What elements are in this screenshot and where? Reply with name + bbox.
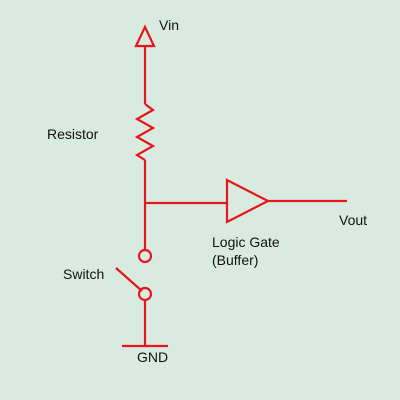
buffer-gate-icon (225, 178, 271, 224)
resistor-zigzag-icon (134, 103, 156, 161)
buffer-label: (Buffer) (212, 252, 259, 268)
switch-label: Switch (63, 266, 105, 282)
logic-gate-label: Logic Gate (212, 234, 280, 250)
vout-label: Vout (339, 212, 368, 228)
resistor-label: Resistor (47, 126, 99, 142)
gnd-label: GND (137, 349, 169, 365)
switch-top-contact (137, 248, 153, 264)
vin-supply-arrow-icon (134, 24, 156, 48)
switch-lever (115, 267, 143, 292)
vin-label: Vin (159, 17, 179, 33)
